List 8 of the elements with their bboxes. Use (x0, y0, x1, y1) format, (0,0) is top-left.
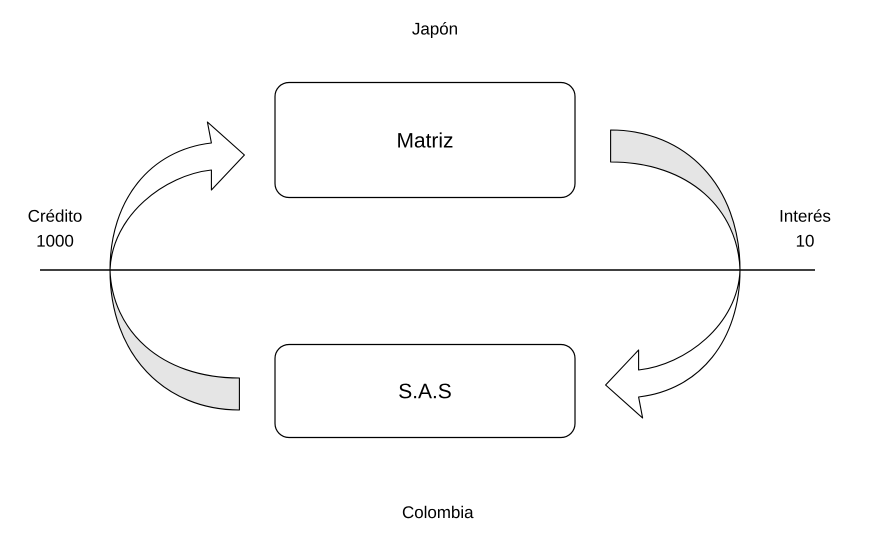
text-label: Crédito 1000 (28, 209, 82, 247)
curved-block-arrow (605, 129, 741, 419)
curved-block-arrow (109, 121, 245, 411)
text-label: Japón (412, 22, 457, 38)
process-box: S.A.S (274, 344, 576, 438)
text-label: Interés 10 (780, 209, 830, 247)
process-box: Matriz (274, 82, 576, 198)
text-label: Colombia (402, 506, 474, 518)
